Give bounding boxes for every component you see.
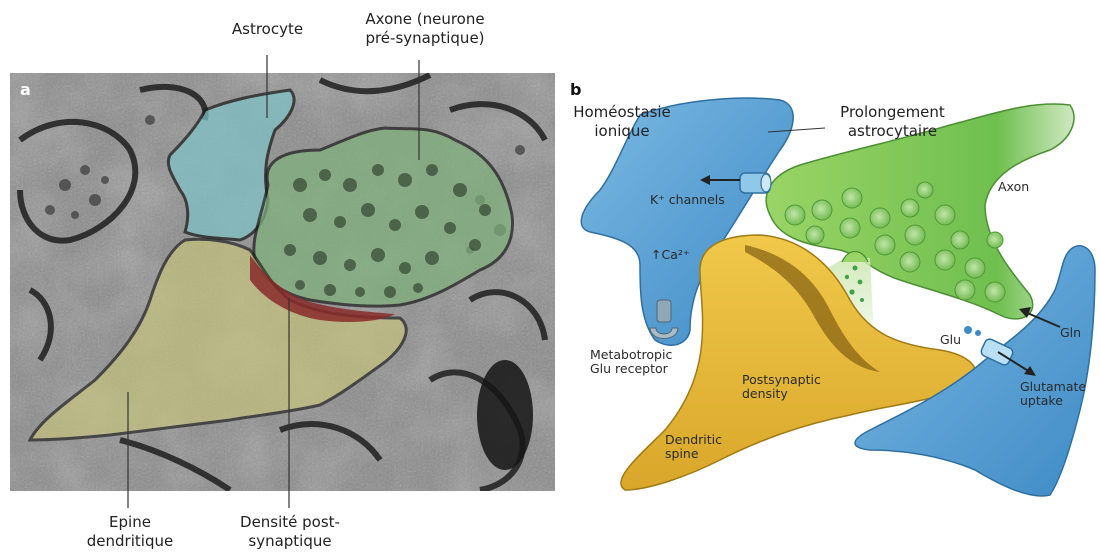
panel-b-letter: b (570, 80, 581, 99)
label-gln: Gln (1060, 326, 1081, 340)
label-axon: Axon (998, 180, 1029, 194)
label-axone: Axone (neurone pré-synaptique) (355, 10, 495, 48)
label-homeostasie-ionique: Homéostasie ionique (557, 103, 687, 141)
micrograph (10, 73, 555, 491)
label-epine-dendritique: Epine dendritique (70, 513, 190, 551)
label-postsynaptic-density: Postsynaptic density (742, 373, 821, 401)
label-densite-post-synaptique: Densité post- synaptique (225, 513, 355, 551)
label-glutamate-uptake: Glutamate uptake (1020, 380, 1086, 408)
label-k-channels: K⁺ channels (650, 193, 725, 207)
panel-a-letter: a (20, 80, 31, 99)
label-ca: ↑Ca²⁺ (651, 248, 689, 262)
label-metabotropic-glu-receptor: Metabotropic Glu receptor (590, 348, 672, 376)
label-dendritic-spine: Dendritic spine (665, 433, 722, 461)
label-prolongement-astrocytaire: Prolongement astrocytaire (820, 103, 965, 141)
schematic (581, 98, 1095, 496)
label-astrocyte: Astrocyte (205, 20, 330, 39)
label-glu: Glu (940, 333, 961, 347)
